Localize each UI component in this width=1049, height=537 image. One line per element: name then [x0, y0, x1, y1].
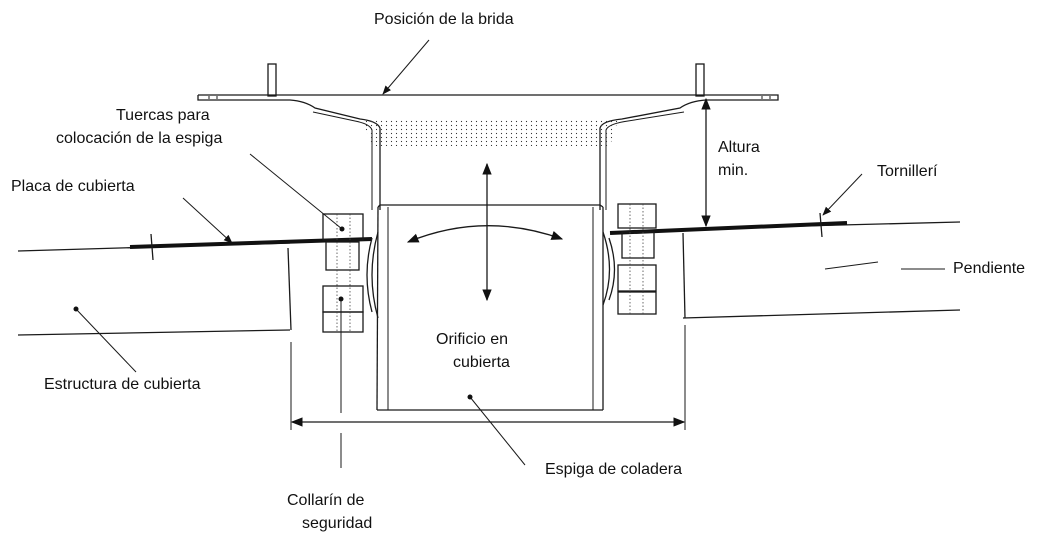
collar-right	[602, 231, 616, 306]
positioning-nuts-right	[617, 203, 657, 315]
label-deck-opening-line2: cubierta	[453, 354, 510, 371]
collar-left	[366, 231, 379, 319]
label-collar-line2: seguridad	[302, 515, 373, 532]
drain-spigot-body	[376, 204, 604, 411]
leader-bolts	[822, 173, 863, 216]
label-deck-plate: Placa de cubierta	[11, 178, 135, 195]
label-nuts-line1: Tuercas para	[116, 107, 210, 124]
roof-deck-left	[17, 242, 292, 336]
leader-deck-structure	[73, 306, 137, 373]
label-bolts: Tornillerí	[877, 163, 938, 180]
label-collar-line1: Collarín de	[287, 492, 365, 509]
label-drain-spigot: Espiga de coladera	[545, 461, 682, 478]
label-min-height-line1: Altura	[718, 139, 760, 156]
label-min-height-line2: min.	[718, 162, 749, 179]
label-nuts-line2: colocación de la espiga	[56, 130, 223, 147]
leader-spigot	[467, 394, 526, 466]
bolt-mark-left	[150, 233, 154, 261]
label-deck-opening-line1: Orificio en	[436, 331, 509, 348]
label-slope: Pendiente	[953, 260, 1026, 277]
bolt-mark-right	[819, 212, 823, 238]
leader-collar	[338, 296, 344, 468]
slope-mark	[824, 261, 879, 270]
positioning-nuts-left	[322, 213, 364, 333]
flange	[197, 63, 779, 210]
label-flange-position: Posición de la brida	[374, 11, 514, 28]
deck-opening-dimension	[290, 325, 686, 430]
leader-flange	[382, 39, 430, 95]
label-deck-structure: Estructura de cubierta	[44, 376, 201, 393]
deck-plate-right	[609, 221, 848, 235]
leader-nuts	[249, 153, 345, 232]
leader-deck-plate	[182, 197, 233, 244]
rotation-arrow	[406, 225, 564, 243]
